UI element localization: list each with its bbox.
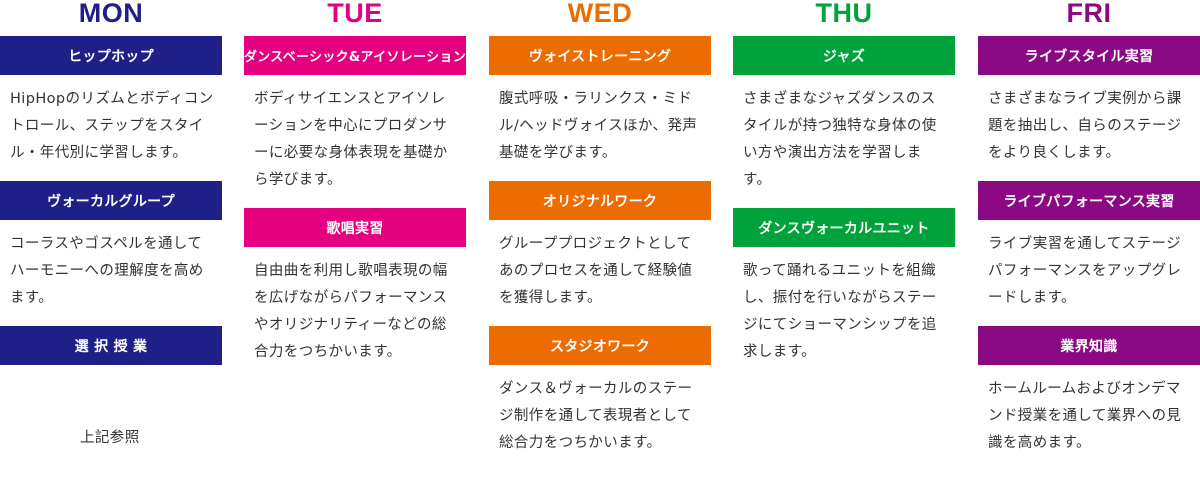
class-title: スタジオワーク (489, 326, 711, 365)
day-heading: TUE (327, 0, 383, 28)
class-description: 歌って踊れるユニットを組織し、振付を行いながらステージにてショーマンシップを追求… (743, 263, 937, 360)
class-description: さまざまなジャズダンスのスタイルが持つ独特な身体の使い方や演出方法を学習します。 (743, 91, 937, 188)
class-description: 腹式呼吸・ラリンクス・ミドル/ヘッドヴォイスほか、発声基礎を学びます。 (499, 91, 698, 161)
class-title: ヴォーカルグループ (0, 181, 222, 220)
class-title: 選 択 授 業 (0, 326, 222, 365)
class-title: ライブパフォーマンス実習 (978, 181, 1200, 220)
class-description: ボディサイエンスとアイソレーションを中心にプロダンサーに必要な身体表現を基礎から… (254, 91, 448, 188)
class-title: ヒップホップ (0, 36, 222, 75)
class-description: ライブ実習を通してステージパフォーマンスをアップグレードします。 (988, 236, 1182, 306)
day-heading: MON (78, 0, 144, 28)
class-title: オリジナルワーク (489, 181, 711, 220)
class-description: さまざまなライブ実例から課題を抽出し、自らのステージをより良くします。 (988, 91, 1182, 161)
class-description: HipHopのリズムとボディコントロール、ステップをスタイル・年代別に学習します… (10, 91, 214, 161)
day-column-thu: THU ジャズさまざまなジャズダンスのスタイルが持つ独特な身体の使い方や演出方法を… (733, 0, 955, 380)
class-title: ライブスタイル実習 (978, 36, 1200, 75)
day-heading: FRI (1066, 0, 1112, 28)
class-title: 業界知識 (978, 326, 1200, 365)
day-column-wed: WED ヴォイストレーニング腹式呼吸・ラリンクス・ミドル/ヘッドヴォイスほか、発声… (489, 0, 711, 471)
day-column-tue: TUE ダンスベーシック&アイソレーションボディサイエンスとアイソレーションを中心… (244, 0, 466, 380)
class-description: ダンス＆ヴォーカルのステージ制作を通して表現者として総合力をつちかいます。 (499, 381, 693, 451)
class-description: ホームルームおよびオンデマンド授業を通して業界への見識を高めます。 (988, 381, 1182, 451)
class-title: ヴォイストレーニング (489, 36, 711, 75)
class-description: 自由曲を利用し歌唱表現の幅を広げながらパフォーマンスやオリジナリティーなどの総合… (254, 263, 448, 360)
day-column-fri: FRI ライブスタイル実習さまざまなライブ実例から課題を抽出し、自らのステージをよ… (978, 0, 1200, 471)
class-title: ダンスベーシック&アイソレーション (244, 36, 466, 75)
day-heading: THU (815, 0, 873, 28)
class-title: ダンスヴォーカルユニット (733, 208, 955, 247)
class-title: 歌唱実習 (244, 208, 466, 247)
day-column-mon: MON ヒップホップ HipHopのリズムとボディコントロール、ステップをスタイル・… (0, 0, 222, 466)
class-description: コーラスやゴスペルを通してハーモニーへの理解度を高めます。 (10, 236, 204, 306)
class-description: グループプロジェクトとしてあのプロセスを通して経験値を獲得します。 (499, 236, 693, 306)
class-title: ジャズ (733, 36, 955, 75)
class-description: 上記参照 (80, 430, 140, 446)
day-heading: WED (567, 0, 633, 28)
